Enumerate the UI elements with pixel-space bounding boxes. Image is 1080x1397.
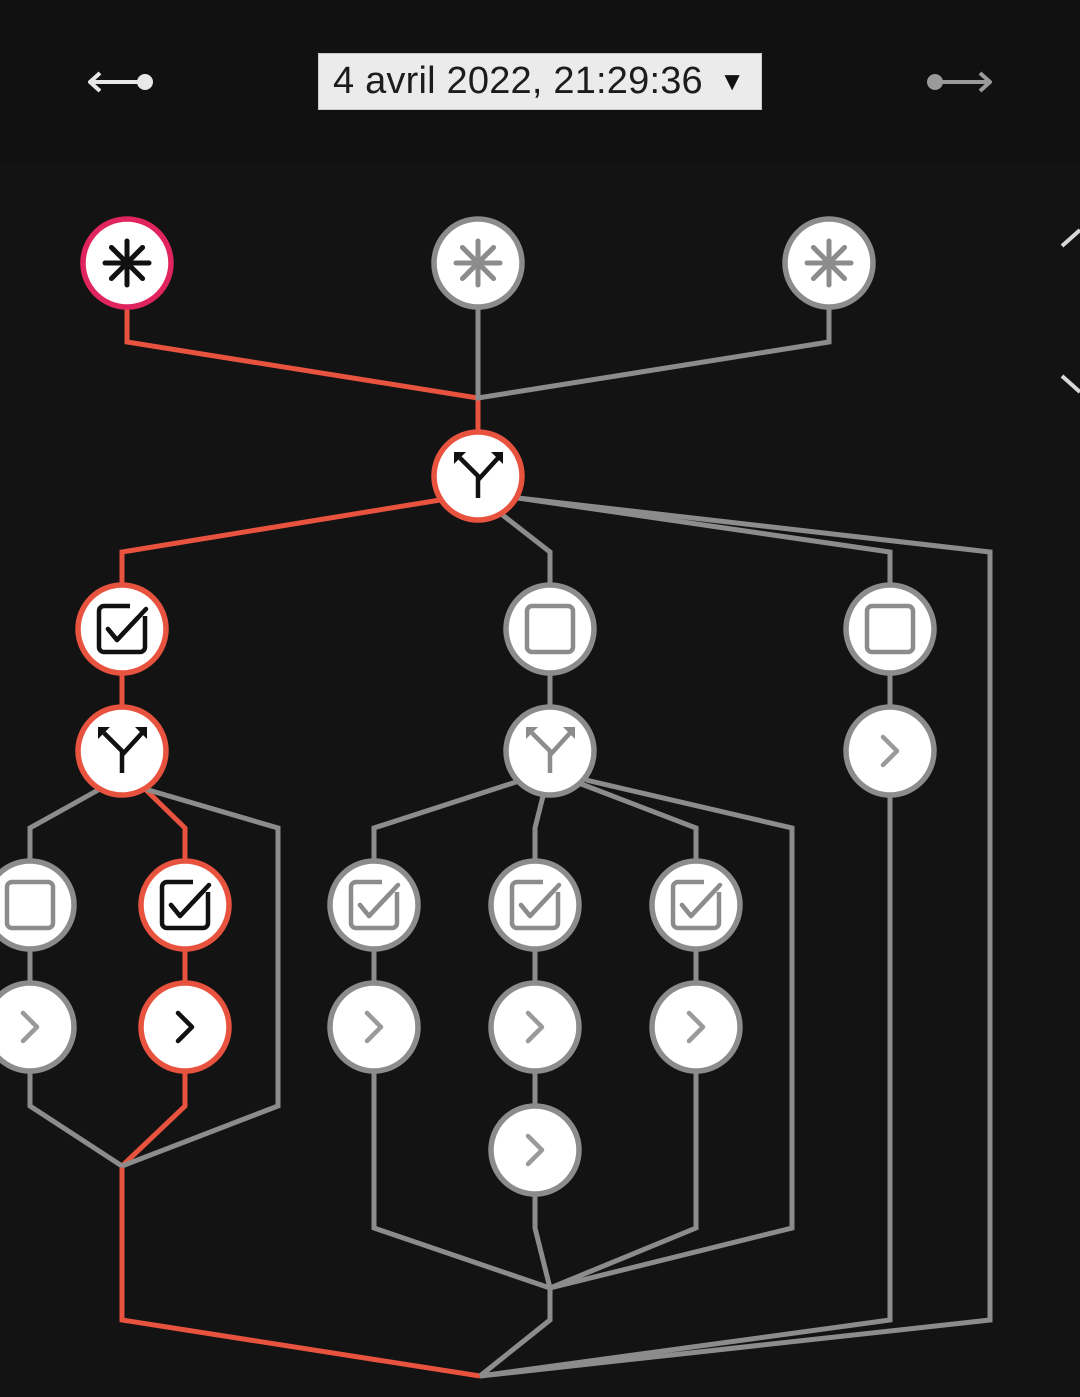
node-next-a1[interactable] bbox=[0, 980, 77, 1074]
node-circle bbox=[649, 858, 743, 952]
chevron-right-icon bbox=[686, 1010, 706, 1044]
inactive-edge bbox=[517, 495, 893, 592]
node-check-b3[interactable] bbox=[649, 858, 743, 952]
chevron-right-icon bbox=[525, 1133, 545, 1167]
checkbox-empty-icon bbox=[524, 603, 576, 655]
inactive-edge bbox=[121, 786, 281, 1169]
checkbox-checked-icon bbox=[509, 878, 563, 931]
node-circle bbox=[0, 858, 77, 952]
node-circle bbox=[488, 980, 582, 1074]
node-next-b3[interactable] bbox=[649, 980, 743, 1074]
arrow-left-icon bbox=[88, 71, 153, 93]
checkbox-checked-icon bbox=[159, 878, 213, 931]
node-circle bbox=[138, 858, 232, 952]
inactive-edge bbox=[532, 787, 548, 868]
inactive-edge bbox=[478, 1288, 553, 1378]
checkbox-empty-icon bbox=[4, 879, 56, 931]
inactive-edge bbox=[371, 779, 517, 868]
inactive-edge bbox=[27, 1064, 124, 1169]
inactive-edge bbox=[498, 511, 553, 592]
node-next-b1[interactable] bbox=[327, 980, 421, 1074]
checkbox-checked-icon bbox=[348, 878, 402, 931]
node-split-b[interactable] bbox=[503, 704, 597, 798]
fork-icon bbox=[98, 727, 147, 773]
node-circle bbox=[843, 704, 937, 798]
chevron-right-icon bbox=[525, 1010, 545, 1044]
inactive-edge bbox=[479, 495, 993, 1379]
node-next-b2[interactable] bbox=[488, 980, 582, 1074]
node-circle bbox=[488, 858, 582, 952]
node-start-2[interactable] bbox=[431, 216, 525, 310]
node-next-c[interactable] bbox=[843, 704, 937, 798]
chevron-right-icon bbox=[364, 1010, 384, 1044]
node-circle bbox=[503, 582, 597, 676]
node-circle bbox=[488, 1103, 582, 1197]
previous-revision-button[interactable] bbox=[80, 58, 160, 106]
asterisk-icon bbox=[102, 238, 152, 288]
node-split-a[interactable] bbox=[75, 704, 169, 798]
node-next-b2b[interactable] bbox=[488, 1103, 582, 1197]
fork-icon bbox=[454, 452, 503, 498]
node-check-b1[interactable] bbox=[327, 858, 421, 952]
arrow-right-icon bbox=[927, 71, 992, 93]
node-start-1[interactable] bbox=[80, 216, 174, 310]
node-box-c[interactable] bbox=[843, 582, 937, 676]
inactive-edge bbox=[549, 1064, 699, 1291]
next-revision-button[interactable] bbox=[920, 58, 1000, 106]
inactive-edge bbox=[371, 1064, 551, 1291]
chevron-right-icon bbox=[880, 734, 900, 768]
chevron-right-icon bbox=[175, 1010, 195, 1044]
inactive-edge bbox=[532, 1187, 553, 1289]
node-circle bbox=[327, 858, 421, 952]
active-edge bbox=[119, 1064, 481, 1379]
active-edge bbox=[119, 497, 441, 592]
asterisk-icon bbox=[804, 238, 854, 288]
node-circle bbox=[649, 980, 743, 1074]
inactive-edge bbox=[27, 786, 102, 868]
node-box-a1[interactable] bbox=[0, 858, 77, 952]
node-box-b[interactable] bbox=[503, 582, 597, 676]
node-split-1[interactable] bbox=[431, 429, 525, 523]
chevron-right-icon bbox=[20, 1010, 40, 1044]
node-circle bbox=[75, 582, 169, 676]
inactive-edge bbox=[475, 300, 832, 401]
dropdown-caret-icon: ▼ bbox=[719, 66, 745, 96]
node-start-3[interactable] bbox=[782, 216, 876, 310]
checkbox-checked-icon bbox=[670, 878, 724, 931]
node-circle bbox=[843, 582, 937, 676]
inactive-edge bbox=[549, 777, 795, 1291]
graph-nodes bbox=[0, 216, 937, 1197]
node-circle bbox=[327, 980, 421, 1074]
node-circle bbox=[138, 980, 232, 1074]
node-check-a[interactable] bbox=[75, 582, 169, 676]
checkbox-checked-icon bbox=[96, 602, 150, 655]
edge-fragments bbox=[1060, 228, 1080, 394]
active-edge bbox=[143, 787, 188, 868]
active-edge bbox=[124, 300, 481, 440]
node-check-a2[interactable] bbox=[138, 858, 232, 952]
inactive-edge bbox=[575, 779, 699, 868]
revision-date-select[interactable]: 4 avril 2022, 21:29:36 ▼ bbox=[318, 53, 762, 110]
asterisk-icon bbox=[453, 238, 503, 288]
inactive-edge bbox=[479, 788, 893, 1379]
revision-date-value: 4 avril 2022, 21:29:36 bbox=[333, 60, 703, 102]
fork-icon bbox=[526, 727, 575, 773]
checkbox-empty-icon bbox=[864, 603, 916, 655]
node-next-a2[interactable] bbox=[138, 980, 232, 1074]
node-check-b2[interactable] bbox=[488, 858, 582, 952]
